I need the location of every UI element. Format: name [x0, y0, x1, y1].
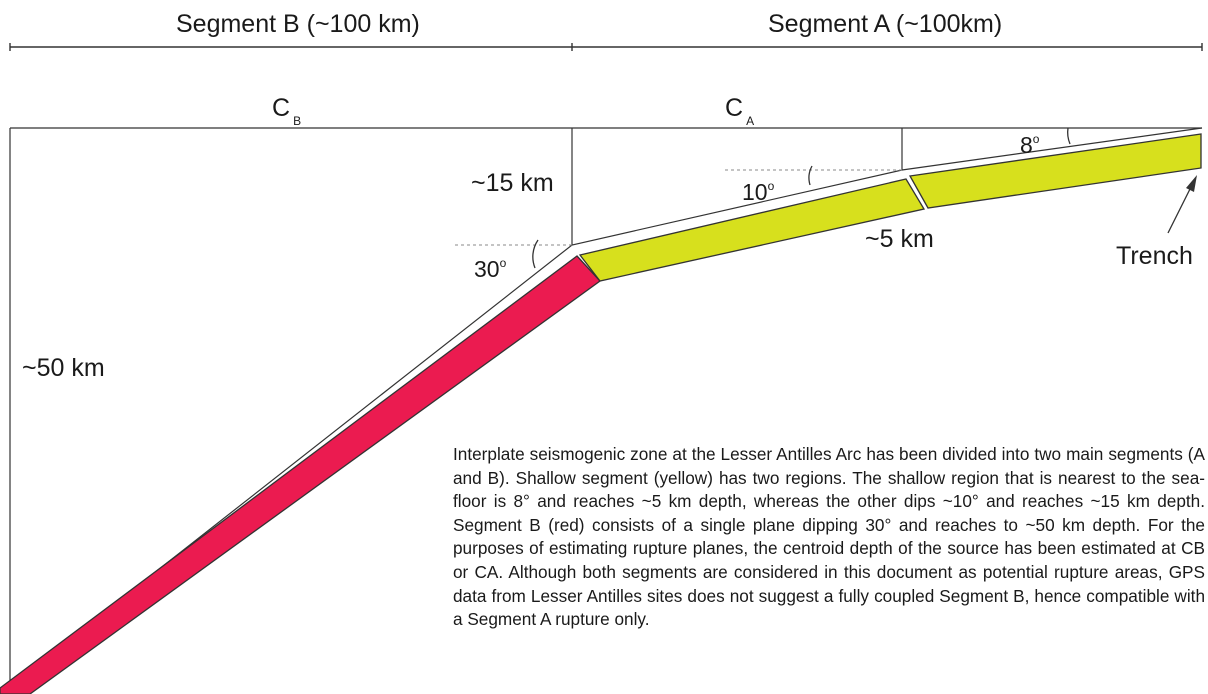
figure-caption: Interplate seismogenic zone at the Lesse…	[453, 443, 1205, 632]
segment-a-yellow-shallow	[908, 133, 1202, 209]
trench-arrow-line	[1167, 184, 1193, 234]
angle-8-label: 8o	[1020, 132, 1040, 158]
trench-arrow-head	[1186, 175, 1197, 192]
caption-text: Interplate seismogenic zone at the Lesse…	[453, 444, 1205, 630]
trench-label: Trench	[1116, 242, 1193, 270]
angle-30-label: 30o	[474, 256, 507, 282]
segment-b-title: Segment B (~100 km)	[176, 10, 420, 38]
depth-50km-label: ~50 km	[22, 354, 105, 382]
plate-interface-line	[0, 127, 1203, 694]
angle-arc-30	[532, 239, 539, 269]
segment-a-yellow-deeper	[578, 178, 926, 282]
angle-arc-10	[808, 165, 813, 186]
depth-5km-label: ~5 km	[865, 225, 934, 253]
angle-arc-8	[1067, 127, 1071, 145]
angle-10-label: 10o	[742, 179, 775, 205]
depth-15km-label: ~15 km	[471, 169, 554, 197]
segment-a-title: Segment A (~100km)	[768, 10, 1003, 38]
